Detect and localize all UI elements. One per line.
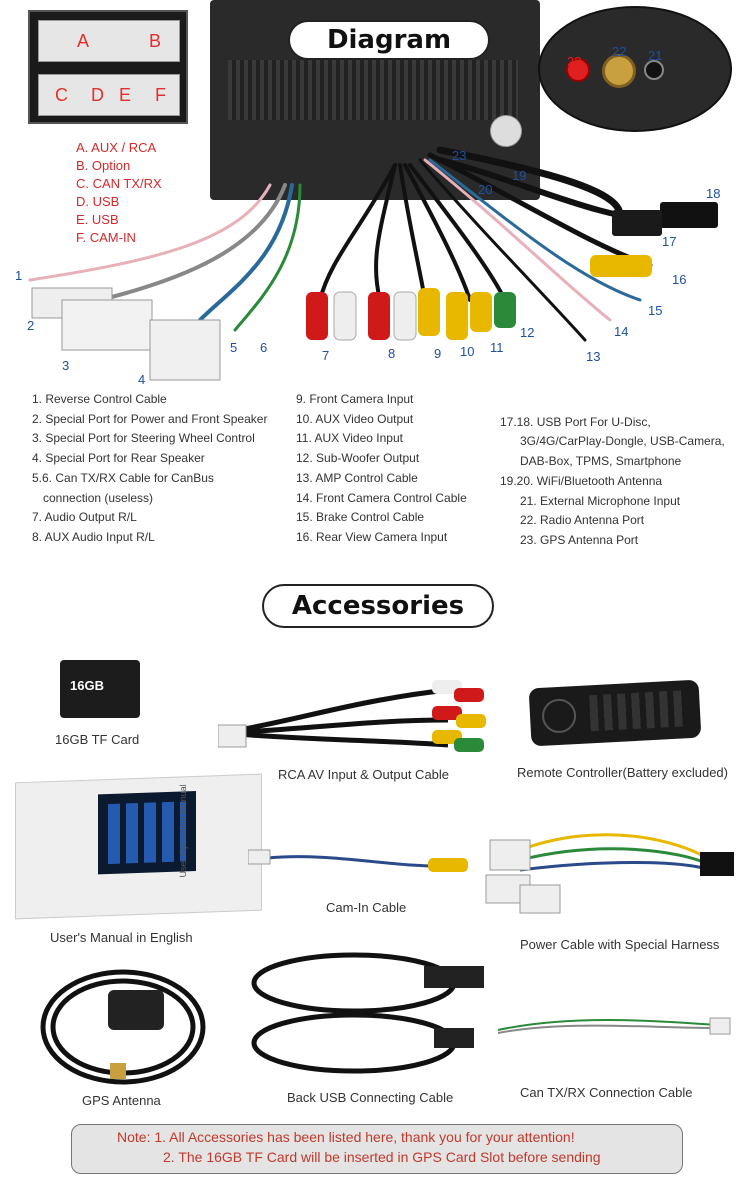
cable-num-2: 2 xyxy=(27,318,35,333)
legend-f: F. CAM-IN xyxy=(76,230,136,245)
legend-d: D. USB xyxy=(76,194,120,209)
can-cable-label: Can TX/RX Connection Cable xyxy=(520,1085,693,1100)
callout-num-22: 22 xyxy=(612,44,627,59)
list-item: 12. Sub-Woofer Output xyxy=(296,451,420,465)
cable-num-4: 4 xyxy=(138,372,146,387)
wiring-harness-drawing xyxy=(28,146,718,381)
list-item: 3. Special Port for Steering Wheel Contr… xyxy=(32,431,255,445)
list-item: 4. Special Port for Rear Speaker xyxy=(32,451,205,465)
legend-e: E. USB xyxy=(76,212,119,227)
list-item: 14. Front Camera Control Cable xyxy=(296,491,467,505)
cable-num-8: 8 xyxy=(388,346,396,361)
connector-letter-b: B xyxy=(149,31,162,51)
gps-antenna-image xyxy=(40,969,206,1085)
tf-card-capacity: 16GB xyxy=(70,678,104,693)
connector-letter-a: A xyxy=(77,31,90,51)
usb-cable-image xyxy=(251,952,484,1074)
connector-diagram: A B C D E F xyxy=(28,10,188,124)
list-item: 23. GPS Antenna Port xyxy=(520,533,639,547)
list-item: 22. Radio Antenna Port xyxy=(520,513,645,527)
user-manual-image: User Operation Manual xyxy=(15,773,262,920)
list-item: 13. AMP Control Cable xyxy=(296,471,418,485)
diagram-title: Diagram xyxy=(288,20,490,60)
list-item: 17.18. USB Port For U-Disc, xyxy=(500,415,651,429)
manual-label: User's Manual in English xyxy=(50,930,193,945)
power-cable-label: Power Cable with Special Harness xyxy=(520,937,720,952)
list-item: 19.20. WiFi/Bluetooth Antenna xyxy=(500,474,663,488)
usb-cable-label: Back USB Connecting Cable xyxy=(287,1090,454,1105)
port-callout-bubble: 23 22 21 xyxy=(538,6,732,132)
cable-num-6: 6 xyxy=(260,340,268,355)
legend-a: A. AUX / RCA xyxy=(76,140,157,155)
note-line-1: Note: 1. All Accessories has been listed… xyxy=(117,1129,575,1145)
note-box: Note: 1. All Accessories has been listed… xyxy=(71,1124,683,1174)
list-item: 11. AUX Video Input xyxy=(296,431,403,445)
list-item: 15. Brake Control Cable xyxy=(296,510,425,524)
note-line-2: 2. The 16GB TF Card will be inserted in … xyxy=(163,1149,601,1165)
radio-antenna-port-icon xyxy=(602,54,636,88)
list-item: 2. Special Port for Power and Front Spea… xyxy=(32,412,268,426)
list-item: 9. Front Camera Input xyxy=(296,392,414,406)
qc-pass-sticker xyxy=(490,115,522,147)
cable-num-17: 17 xyxy=(662,234,677,249)
cable-num-18: 18 xyxy=(706,186,721,201)
connector-letter-e: E xyxy=(119,85,132,105)
manual-cover-title: User Operation Manual xyxy=(178,784,188,878)
cable-num-3: 3 xyxy=(62,358,70,373)
list-item: connection (useless) xyxy=(43,491,154,505)
cable-num-9: 9 xyxy=(434,346,442,361)
cable-num-16: 16 xyxy=(672,272,687,287)
connector-top-row: A B xyxy=(38,20,180,62)
accessories-title: Accessories xyxy=(262,584,494,628)
cable-num-15: 15 xyxy=(648,303,663,318)
rca-cable-image xyxy=(218,680,486,752)
cable-num-19: 19 xyxy=(512,168,527,183)
cable-num-10: 10 xyxy=(460,344,475,359)
tf-card-image: 16GB xyxy=(60,660,140,718)
list-item: DAB-Box, TPMS, Smartphone xyxy=(520,454,682,468)
callout-num-23: 23 xyxy=(567,54,582,69)
remote-control-image xyxy=(528,679,702,747)
connector-letter-c: C xyxy=(55,85,68,105)
cable-num-14: 14 xyxy=(614,324,629,339)
legend-b: B. Option xyxy=(76,158,131,173)
list-item: 1. Reverse Control Cable xyxy=(32,392,167,406)
cable-num-12: 12 xyxy=(520,325,535,340)
tf-card-label: 16GB TF Card xyxy=(55,732,140,747)
list-item: 5.6. Can TX/RX Cable for CanBus xyxy=(32,471,214,485)
cam-in-label: Cam-In Cable xyxy=(326,900,407,915)
gps-port-icon xyxy=(566,58,590,82)
cable-num-11: 11 xyxy=(490,340,504,355)
rca-cable-label: RCA AV Input & Output Cable xyxy=(278,767,450,782)
cable-num-13: 13 xyxy=(586,349,601,364)
list-item: 8. AUX Audio Input R/L xyxy=(32,530,155,544)
list-item: 7. Audio Output R/L xyxy=(32,510,137,524)
gps-label: GPS Antenna xyxy=(82,1093,161,1108)
list-item: 3G/4G/CarPlay-Dongle, USB-Camera, xyxy=(520,434,725,448)
can-cable-image xyxy=(497,1017,731,1035)
connector-letter-f: F xyxy=(155,85,166,105)
list-item: 10. AUX Video Output xyxy=(296,412,414,426)
callout-num-21: 21 xyxy=(648,48,663,63)
remote-label: Remote Controller(Battery excluded) xyxy=(517,765,728,780)
legend-c: C. CAN TX/RX xyxy=(76,176,162,191)
connector-bottom-row: C D E F xyxy=(38,74,180,116)
cam-in-cable-image xyxy=(248,849,468,872)
cable-num-7: 7 xyxy=(322,348,330,363)
cable-num-5: 5 xyxy=(230,340,238,355)
list-item: 16. Rear View Camera Input xyxy=(296,530,448,544)
connector-letter-d: D xyxy=(91,85,104,105)
power-harness-image xyxy=(485,833,734,914)
cable-num-1: 1 xyxy=(15,268,23,283)
list-item: 21. External Microphone Input xyxy=(520,494,681,508)
cable-num-20: 20 xyxy=(478,182,493,197)
microphone-port-icon xyxy=(644,60,664,80)
cable-num-23: 23 xyxy=(452,148,467,163)
head-unit-vent xyxy=(228,60,518,120)
